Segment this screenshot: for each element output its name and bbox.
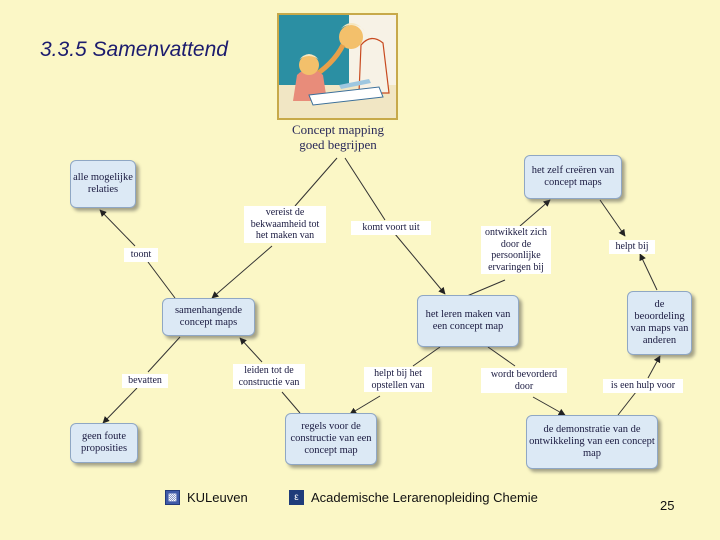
line-toont-to-alle — [99, 209, 136, 247]
link-vereist-de-bekwaamheid: vereist de bekwaamheid tot het maken van — [244, 206, 326, 243]
footer-university-label: KULeuven — [187, 490, 248, 505]
footer-program-label: Academische Lerarenopleiding Chemie — [311, 490, 538, 505]
line-het-leren-to-ontwikkelt — [466, 279, 506, 297]
node-beoordeling-maps: de beoordeling van maps van anderen — [627, 291, 692, 355]
line-beoordeling-to-helpt-bij — [639, 253, 658, 291]
line-regels-to-leiden — [281, 391, 301, 414]
line-central-to-vereist — [294, 157, 338, 207]
link-leiden-tot: leiden tot de constructie van — [233, 364, 305, 389]
line-het-leren-to-helpt-opstellen — [412, 346, 441, 367]
node-het-leren-maken: het leren maken van een concept map — [417, 295, 519, 347]
link-ontwikkelt-zich: ontwikkelt zich door de persoonlijke erv… — [481, 226, 551, 274]
page-number: 25 — [660, 498, 675, 513]
line-demonstratie-to-is-een-hulp — [617, 391, 637, 416]
line-helpt-opstellen-to-regels — [349, 395, 381, 415]
central-concept-line1: Concept mapping — [291, 122, 385, 137]
node-zelf-creeren: het zelf creëren van concept maps — [524, 155, 622, 199]
footer-university: ▩ KULeuven — [165, 490, 248, 505]
link-bevatten: bevatten — [122, 374, 168, 388]
line-vereist-to-samenhangende — [211, 245, 273, 299]
teacher-student-illustration — [277, 13, 398, 120]
node-samenhangende-concept-maps: samenhangende concept maps — [162, 298, 255, 336]
line-ontwikkelt-to-zelf — [519, 199, 551, 227]
footer-program: ε Academische Lerarenopleiding Chemie — [289, 490, 538, 505]
line-bevatten-to-geen-foute — [102, 387, 138, 424]
slide-title: 3.3.5 Samenvattend — [40, 38, 228, 61]
line-leiden-to-samenhangende — [239, 337, 263, 363]
line-is-een-hulp-to-beoordeling — [647, 355, 661, 379]
link-helpt-bij-opstellen: helpt bij het opstellen van — [364, 367, 432, 392]
line-central-to-komt-voort — [344, 157, 386, 221]
program-logo-icon: ε — [289, 490, 304, 505]
link-komt-voort-uit: komt voort uit — [351, 221, 431, 235]
line-zelf-to-helpt-bij — [599, 199, 626, 237]
link-is-een-hulp: is een hulp voor — [603, 379, 683, 393]
node-regels-voor-constructie: regels voor de constructie van een conce… — [285, 413, 377, 465]
node-alle-mogelijke-relaties: alle mogelijke relaties — [70, 160, 136, 208]
node-demonstratie-ontwikkeling: de demonstratie van de ontwikkeling van … — [526, 415, 658, 469]
central-concept-line2: goed begrijpen — [299, 136, 377, 152]
university-logo-icon: ▩ — [165, 490, 180, 505]
line-wordt-bevorderd-to-demonstratie — [532, 396, 566, 416]
central-concept: Concept mapping goed begrijpen — [278, 122, 398, 153]
line-het-leren-to-wordt-bevorderd — [487, 346, 516, 367]
line-samenhangende-to-bevatten — [147, 336, 181, 373]
link-wordt-bevorderd: wordt bevorderd door — [481, 368, 567, 393]
line-samenhangende-to-toont — [147, 261, 176, 299]
node-geen-foute-proposities: geen foute proposities — [70, 423, 138, 463]
link-toont: toont — [124, 248, 158, 262]
line-komt-voort-to-het-leren — [394, 233, 446, 295]
link-helpt-bij: helpt bij — [609, 240, 655, 254]
